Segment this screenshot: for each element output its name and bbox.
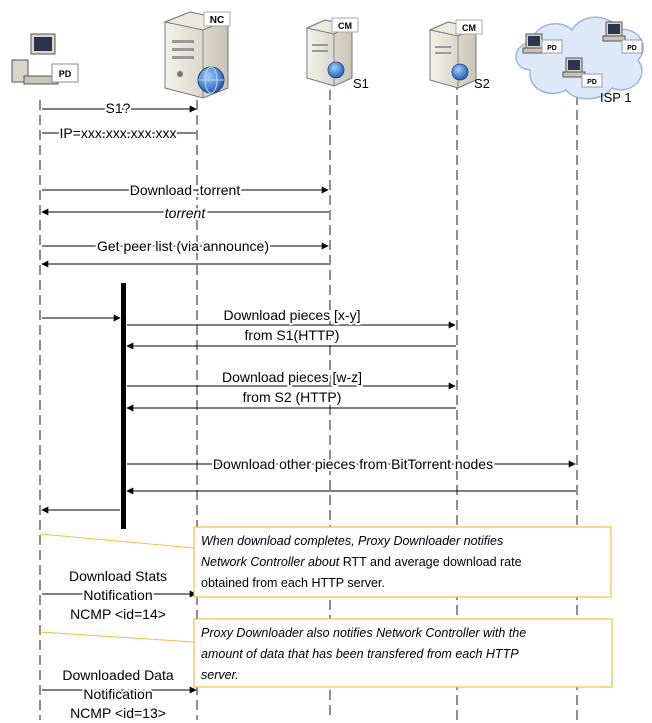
nc-label: NC <box>210 15 224 26</box>
isp-peer-label-1: PD <box>547 45 557 52</box>
lifelines <box>39 75 578 720</box>
s2-label: S2 <box>474 76 490 91</box>
s1-globe-icon <box>327 61 345 79</box>
network-controller-server-icon: NC <box>163 11 231 99</box>
s2-cm-label: CM <box>462 23 476 33</box>
activation-bar <box>121 283 126 529</box>
pd-badge <box>51 63 79 83</box>
isp-cloud-icon: PD PD PD ISP 1 <box>515 16 644 105</box>
isp-peer-label-2: PD <box>627 45 637 52</box>
label-stats-line1: Download Stats <box>69 568 167 584</box>
label-download-torrent: Download .torrent <box>130 182 241 198</box>
isp-peer-computer-icon-2: PD <box>602 21 643 54</box>
nc-badge <box>203 11 231 27</box>
s2-cm-badge <box>455 19 483 35</box>
proxy-downloader-computer-icon: PD <box>11 33 79 85</box>
pd-label: PD <box>59 69 72 79</box>
note-2-line1: Proxy Downloader also notifies Network C… <box>201 626 526 640</box>
label-pieces-s1-line1: Download pieces [x-y] <box>224 307 361 323</box>
label-data-line2: Notification <box>83 686 152 702</box>
s1-cache-server-icon: CM S1 <box>305 17 369 91</box>
isp-peer-label-3: PD <box>587 79 597 86</box>
note-2-line2: amount of data that has been transfered … <box>201 647 519 661</box>
label-ip-reply: IP=xxx.xxx.xxx.xxx <box>59 125 176 141</box>
note-1 <box>193 526 612 598</box>
s1-label: S1 <box>353 76 369 91</box>
label-stats-line3: NCMP <id=14> <box>70 606 166 622</box>
note-1-line2: Network Controller about RTT and average… <box>201 555 522 569</box>
label-s1-query: S1? <box>106 100 131 116</box>
note-1-line3: obtained from each HTTP server. <box>201 576 385 590</box>
note-connectors <box>39 533 195 643</box>
label-pieces-s2-line2: from S2 (HTTP) <box>243 389 342 405</box>
label-pieces-s1-line2: from S1(HTTP) <box>245 327 340 343</box>
note-1-line2-plain: RTT and average download rate <box>339 555 521 569</box>
label-torrent: torrent <box>165 205 207 221</box>
isp-label: ISP 1 <box>600 90 632 105</box>
label-peer-list: Get peer list (via announce) <box>97 238 269 254</box>
label-stats-line2: Notification <box>83 587 152 603</box>
s2-globe-icon <box>451 63 469 81</box>
note-1-line2-italic: Network Controller about <box>201 555 340 569</box>
s2-cache-server-icon: CM S2 <box>428 19 490 91</box>
s1-cm-badge <box>331 17 359 33</box>
note-2 <box>193 618 613 688</box>
note-1-line1: When download completes, Proxy Downloade… <box>201 534 503 548</box>
label-data-line1: Downloaded Data <box>62 667 174 683</box>
isp-peer-computer-icon-3: PD <box>562 57 603 88</box>
message-arrows <box>41 105 576 694</box>
label-bittorrent: Download other pieces from BitTorrent no… <box>213 456 493 472</box>
label-pieces-s2-line1: Download pieces [w-z] <box>222 369 362 385</box>
note-2-line3: server. <box>201 668 239 682</box>
label-data-line3: NCMP <id=13> <box>70 705 166 721</box>
isp-peer-computer-icon-1: PD <box>522 33 563 54</box>
s1-cm-label: CM <box>338 21 352 31</box>
